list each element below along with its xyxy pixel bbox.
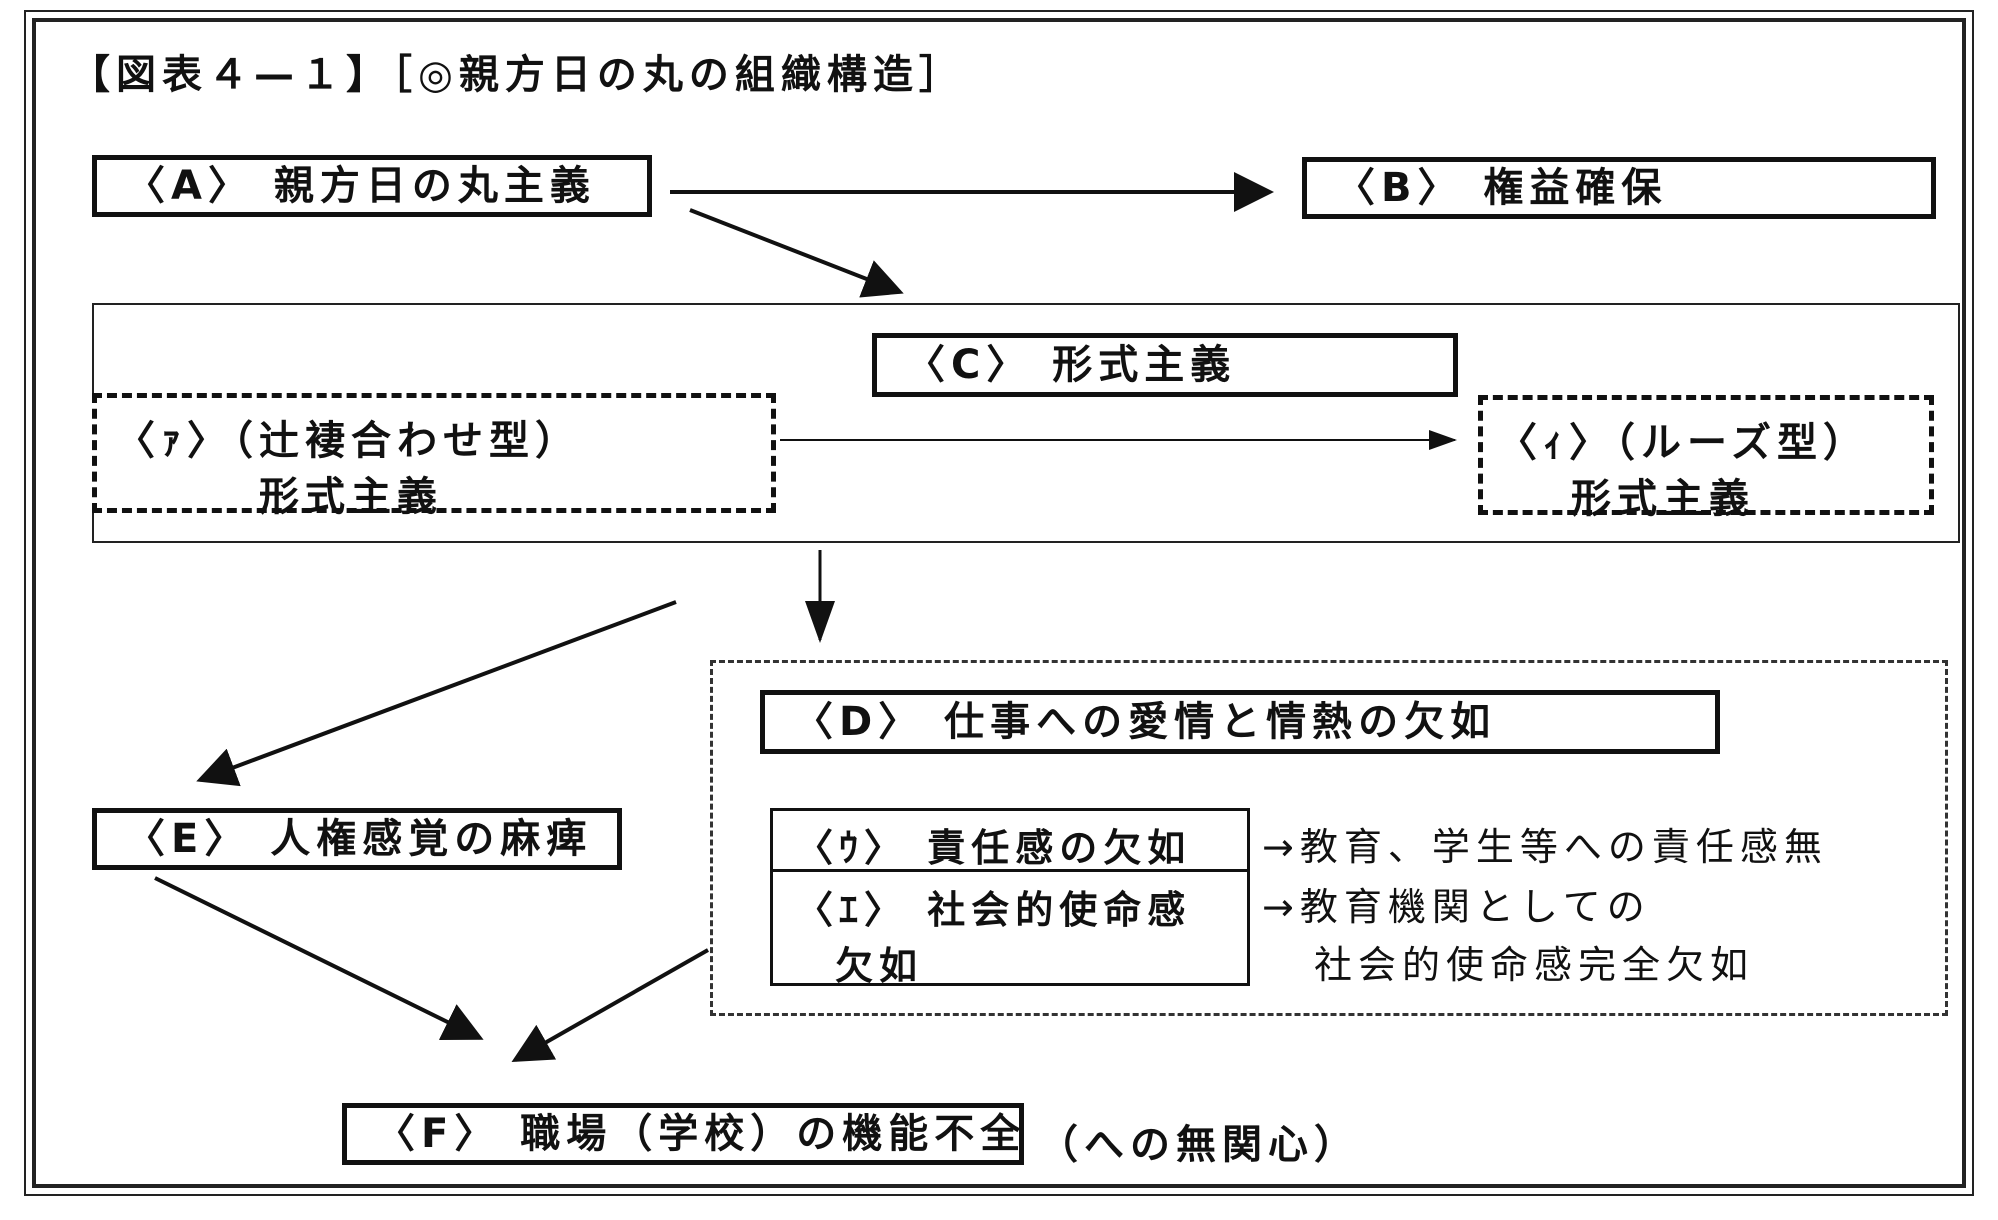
responsibility-table: 〈ｳ〉 責任感の欠如 〈ｴ〉 社会的使命感 欠如 <box>770 808 1250 988</box>
node-u-label: 〈ｳ〉 責任感の欠如 <box>795 826 1192 870</box>
node-d-box: 〈D〉 仕事への愛情と情熱の欠如 <box>760 690 1720 754</box>
node-f-box: 〈F〉 職場（学校）の機能不全 <box>342 1103 1024 1165</box>
arrow-a-to-c <box>689 208 904 298</box>
node-c-box: 〈C〉 形式主義 <box>872 333 1458 397</box>
table-row <box>773 811 1247 872</box>
inner-frame <box>32 18 1966 1188</box>
node-type-a-line1: 〈ｧ〉（辻褄合わせ型） <box>115 418 581 464</box>
u-note: →教育、学生等への責任感無 <box>1262 825 1828 869</box>
outer-frame <box>24 10 1974 1196</box>
arrow-d-to-f <box>511 948 709 1062</box>
node-e-box: 〈E〉 人権感覚の麻痺 <box>92 808 622 870</box>
node-b-label: 〈B〉 権益確保 <box>1335 165 1668 211</box>
node-a-label: 〈A〉 親方日の丸主義 <box>125 163 596 209</box>
node-eh-line2: 欠如 <box>835 944 924 988</box>
node-type-i-line2: 形式主義 <box>1571 476 1755 522</box>
figure-title: 【図表４—１】［◎親方日の丸の組織構造］ <box>70 52 965 98</box>
arrow-e-to-f <box>154 876 484 1041</box>
eh-note-line2: 社会的使命感完全欠如 <box>1314 943 1755 987</box>
node-c-label: 〈C〉 形式主義 <box>905 342 1237 388</box>
node-a-box: 〈A〉 親方日の丸主義 <box>92 155 652 217</box>
node-e-label: 〈E〉 人権感覚の麻痺 <box>125 816 593 862</box>
node-f-label: 〈F〉 職場（学校）の機能不全 <box>375 1111 1027 1157</box>
arrow-c-to-e <box>196 600 677 787</box>
node-type-a-box: 〈ｧ〉（辻褄合わせ型） 形式主義 <box>92 393 776 520</box>
node-d-label: 〈D〉 仕事への愛情と情熱の欠如 <box>793 699 1497 745</box>
node-eh-line1: 〈ｴ〉 社会的使命感 <box>795 888 1192 932</box>
node-type-a-line2: 形式主義 <box>259 474 443 520</box>
node-b-box: 〈B〉 権益確保 <box>1302 157 1936 219</box>
eh-note-line1: →教育機関としての <box>1262 885 1651 929</box>
node-f-note: （への無関心） <box>1038 1122 1360 1168</box>
node-type-i-box: 〈ｨ〉（ルーズ型） 形式主義 <box>1478 395 1934 522</box>
node-type-i-line1: 〈ｨ〉（ルーズ型） <box>1497 420 1869 466</box>
passion-group <box>710 660 1948 1016</box>
